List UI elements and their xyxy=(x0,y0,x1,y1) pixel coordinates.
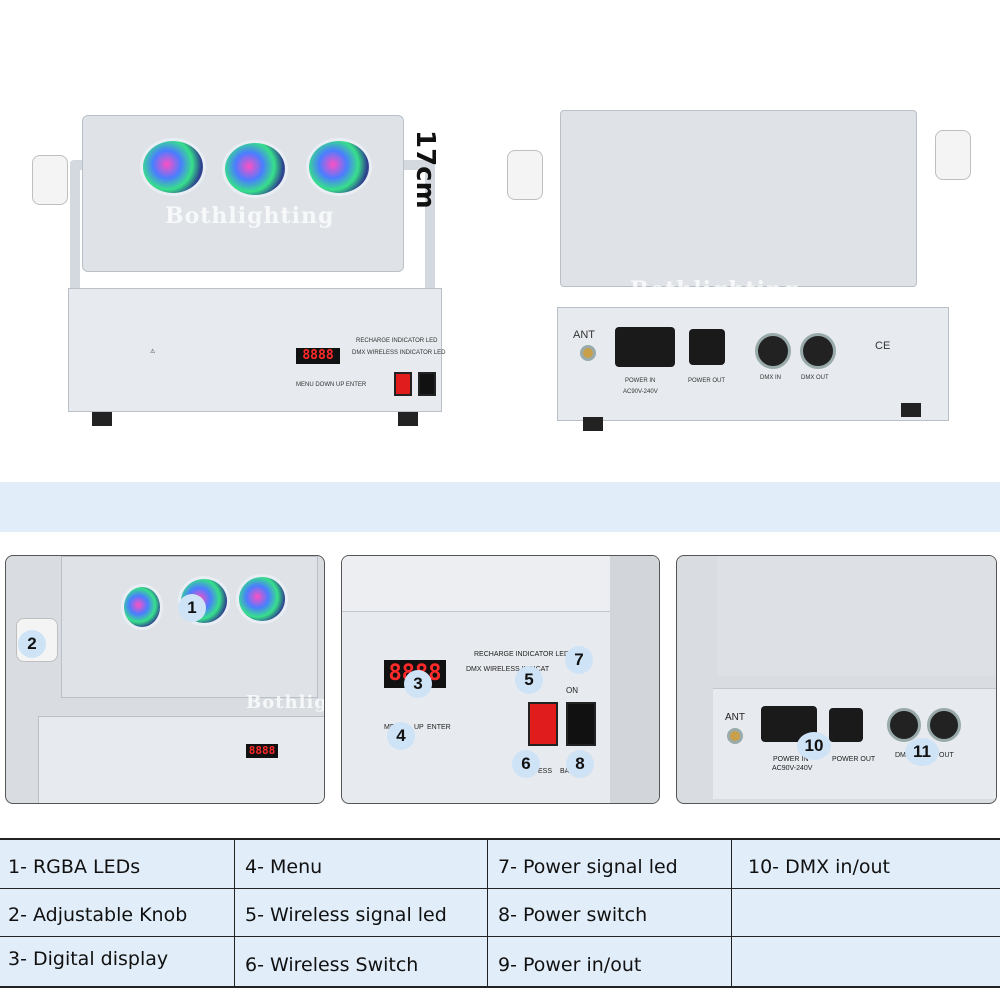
dmx-in-label: DMX IN xyxy=(760,375,781,381)
front-unit-photo: Bothlighting ⚠ 8888 RECHARGE INDICATOR L… xyxy=(30,100,450,440)
legend-item-8: 8- Power switch xyxy=(498,904,648,926)
panel3-upper xyxy=(717,556,996,676)
panel3-power-out-label: POWER OUT xyxy=(832,756,876,763)
panel3-dmx-out-port xyxy=(927,708,961,742)
wireless-led-label: DMX WIRELESS INDICATOR LED xyxy=(352,350,446,356)
back-head xyxy=(560,110,917,287)
legend-row-divider-1 xyxy=(0,888,1000,889)
detail-panel-rear: ANT POWER IN AC90V-240V POWER OUT DMX OU… xyxy=(676,555,997,804)
panel3-dmx-label: DMX xyxy=(895,752,911,759)
detail-panel-head: 8888 Bothlighting 1 2 xyxy=(5,555,325,804)
back-foot-left xyxy=(583,417,603,431)
divider-band xyxy=(0,482,1000,532)
legend-row-divider-2 xyxy=(0,936,1000,937)
callout-3: 3 xyxy=(404,670,432,698)
callout-4: 4 xyxy=(387,722,415,750)
rgba-led-center xyxy=(222,140,288,198)
callout-5: 5 xyxy=(515,666,543,694)
panel3-dmx-in-port xyxy=(887,708,921,742)
callout-7: 7 xyxy=(565,646,593,674)
voltage-label: AC90V-240V xyxy=(623,389,658,395)
panel1-watermark: Bothlighting xyxy=(246,692,324,713)
warning-text: ⚠ xyxy=(150,349,156,355)
digital-display: 8888 xyxy=(296,348,340,364)
legend-item-7: 7- Power signal led xyxy=(498,856,678,878)
dmx-in-port xyxy=(755,333,791,369)
dmx-out-port xyxy=(800,333,836,369)
legend-col-divider-1 xyxy=(234,840,235,986)
legend-item-2: 2- Adjustable Knob xyxy=(8,904,188,926)
callout-8: 8 xyxy=(566,750,594,778)
power-in-label: POWER IN xyxy=(625,378,656,384)
front-foot-right xyxy=(398,412,418,426)
adjustable-knob-back-right xyxy=(935,130,971,180)
callout-10: 10 xyxy=(797,732,831,760)
antenna-port xyxy=(580,345,596,361)
watermark-back: Bothlighting xyxy=(630,277,800,303)
legend-item-10: 10- DMX in/out xyxy=(748,856,890,878)
cert-marks: CE xyxy=(875,340,891,352)
panel2-battery-short: BA xyxy=(560,768,570,775)
panel2-enter-label: ENTER xyxy=(427,724,451,731)
panel1-led-right xyxy=(236,574,288,624)
panel3-power-out-port xyxy=(829,708,863,742)
panel2-up-label: UP xyxy=(414,724,424,731)
legend-item-9: 9- Power in/out xyxy=(498,954,642,976)
callout-6: 6 xyxy=(512,750,540,778)
panel3-lower xyxy=(713,688,996,799)
power-out-port xyxy=(689,329,725,365)
front-base xyxy=(68,288,442,412)
power-in-port xyxy=(615,327,675,367)
battery-switch[interactable] xyxy=(418,372,436,396)
back-foot-right xyxy=(901,403,921,417)
panel1-head xyxy=(61,556,318,698)
panel2-side xyxy=(610,556,659,803)
panel2-wireless-short: ESS xyxy=(538,768,553,775)
legend-col-divider-3 xyxy=(731,840,732,986)
panel1-display: 8888 xyxy=(246,744,278,758)
wireless-switch[interactable] xyxy=(394,372,412,396)
ant-label: ANT xyxy=(573,329,595,341)
detail-panel-controls: 8888 RECHARGE INDICATOR LED DMX WIRELESS… xyxy=(341,555,660,804)
dimension-label: 17cm xyxy=(410,130,440,209)
panel2-battery-switch[interactable] xyxy=(566,702,596,746)
callout-1: 1 xyxy=(178,594,206,622)
panel1-led-left xyxy=(121,584,163,630)
panel3-out-label: OUT xyxy=(939,752,954,759)
legend-table: 1- RGBA LEDs 4- Menu 7- Power signal led… xyxy=(0,838,1000,988)
adjustable-knob-left xyxy=(32,155,68,205)
dmx-out-label: DMX OUT xyxy=(801,375,829,381)
legend-item-3: 3- Digital display xyxy=(8,948,169,970)
panel3-voltage-label: AC90V-240V xyxy=(772,765,813,772)
callout-2: 2 xyxy=(18,630,46,658)
back-unit-photo: Bothlighting ANT POWER IN AC90V-240V POW… xyxy=(505,95,975,435)
watermark: Bothlighting xyxy=(165,203,335,229)
legend-item-4: 4- Menu xyxy=(245,856,323,878)
legend-item-1: 1- RGBA LEDs xyxy=(8,856,141,878)
adjustable-knob-back-left xyxy=(507,150,543,200)
rgba-led-left xyxy=(140,138,206,196)
panel2-wireless-switch[interactable] xyxy=(528,702,558,746)
panel2-recharge-label: RECHARGE INDICATOR LED xyxy=(474,651,570,658)
panel3-power-in-label: POWER IN xyxy=(773,756,809,763)
panel2-wireless-label: DMX WIRELESS INDICAT xyxy=(466,666,550,673)
panel3-antenna xyxy=(727,728,743,744)
recharge-led-label: RECHARGE INDICATOR LED xyxy=(356,338,438,344)
panel3-ant-label: ANT xyxy=(725,712,745,723)
power-out-label: POWER OUT xyxy=(688,378,725,384)
menu-buttons-label: MENU DOWN UP ENTER xyxy=(296,382,367,388)
callout-11: 11 xyxy=(905,738,939,766)
panel2-top-edge xyxy=(342,556,610,612)
front-foot-left xyxy=(92,412,112,426)
rgba-led-right xyxy=(306,138,372,196)
panel1-base xyxy=(38,716,324,803)
legend-item-5: 5- Wireless signal led xyxy=(245,904,447,926)
legend-col-divider-2 xyxy=(487,840,488,986)
legend-item-6: 6- Wireless Switch xyxy=(245,954,419,976)
panel2-on-label: ON xyxy=(566,686,578,695)
